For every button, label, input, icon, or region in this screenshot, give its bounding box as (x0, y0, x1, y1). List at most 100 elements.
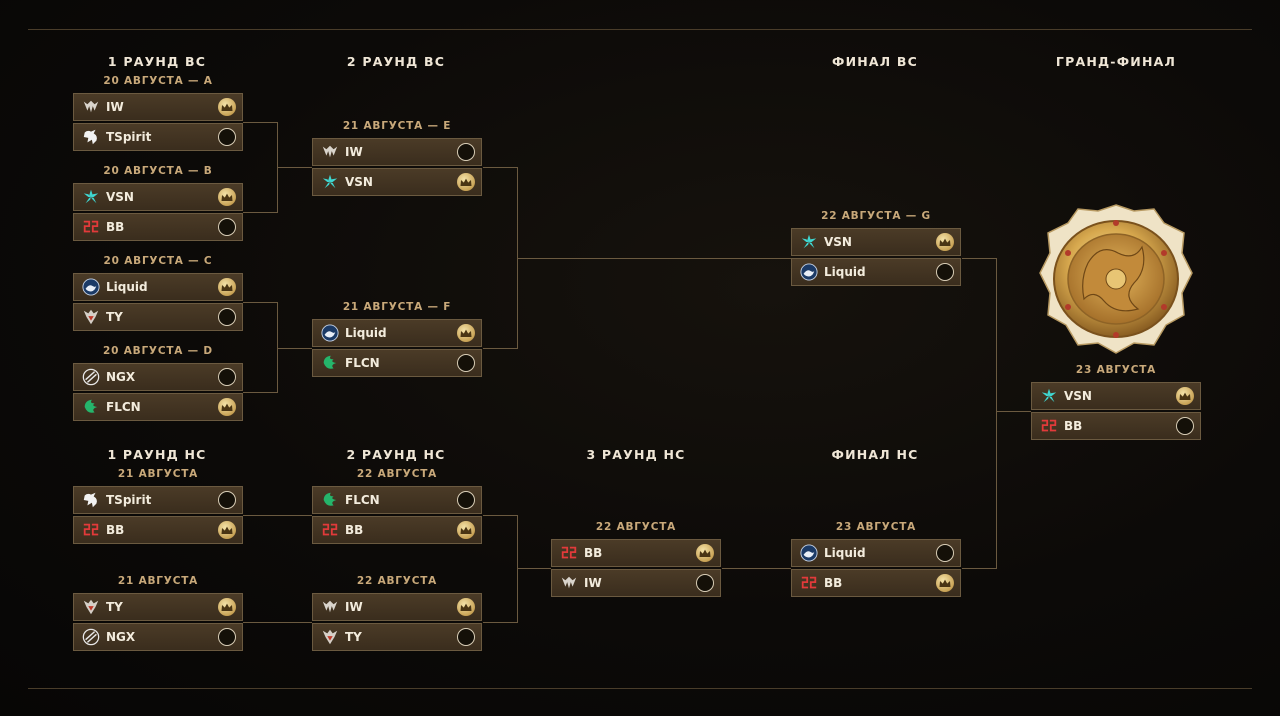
match-ub-g[interactable]: VSN Liquid (791, 228, 961, 286)
match-ub-d[interactable]: NGX FLCN (73, 363, 243, 421)
iw-logo-icon (560, 574, 578, 592)
winner-crown-icon (218, 521, 236, 539)
vsn-logo-icon (1040, 387, 1058, 405)
bb-logo-icon (800, 574, 818, 592)
winner-crown-icon (1176, 387, 1194, 405)
connector-line (962, 258, 997, 259)
match-label-ub-e: 21 АВГУСТА — E (342, 120, 452, 132)
team-row[interactable]: BB (791, 569, 961, 597)
liquid-logo-icon (321, 324, 339, 342)
match-label-ub-c: 20 АВГУСТА — C (103, 255, 213, 267)
team-row[interactable]: BB (312, 516, 482, 544)
tspirit-logo-icon (82, 128, 100, 146)
match-ub-b[interactable]: VSN BB (73, 183, 243, 241)
team-row[interactable]: IW (73, 93, 243, 121)
vsn-logo-icon (82, 188, 100, 206)
vsn-logo-icon (800, 233, 818, 251)
team-row[interactable]: VSN (73, 183, 243, 211)
team-row[interactable]: IW (312, 138, 482, 166)
match-label-lb1-a: 21 АВГУСТА (117, 468, 199, 480)
match-label-lb3: 22 АВГУСТА (595, 521, 677, 533)
team-row[interactable]: NGX (73, 363, 243, 391)
team-row[interactable]: TSpirit (73, 486, 243, 514)
team-row[interactable]: TSpirit (73, 123, 243, 151)
team-name: TSpirit (106, 130, 152, 144)
frame-bottom-line (28, 688, 1252, 689)
team-name: IW (106, 100, 124, 114)
team-row[interactable]: FLCN (312, 349, 482, 377)
team-row[interactable]: BB (551, 539, 721, 567)
winner-crown-icon (218, 398, 236, 416)
connector-line (722, 568, 791, 569)
team-row[interactable]: IW (312, 593, 482, 621)
bb-logo-icon (82, 521, 100, 539)
team-row[interactable]: Liquid (791, 539, 961, 567)
liquid-logo-icon (800, 544, 818, 562)
winner-crown-icon (696, 544, 714, 562)
iw-logo-icon (321, 598, 339, 616)
flcn-logo-icon (82, 398, 100, 416)
team-row[interactable]: TY (73, 303, 243, 331)
header-grand-final: ГРАНД-ФИНАЛ (1055, 54, 1177, 69)
team-row[interactable]: VSN (312, 168, 482, 196)
match-ub-e[interactable]: IW VSN (312, 138, 482, 196)
match-ub-a[interactable]: IW TSpirit (73, 93, 243, 151)
connector-line (243, 302, 278, 303)
result-circle-icon (218, 128, 236, 146)
winner-crown-icon (218, 278, 236, 296)
match-lb2-b[interactable]: IW TY (312, 593, 482, 651)
connector-line (277, 302, 278, 393)
match-label-lb2-a: 22 АВГУСТА (356, 468, 438, 480)
team-row[interactable]: BB (73, 213, 243, 241)
team-row[interactable]: Liquid (312, 319, 482, 347)
winner-crown-icon (218, 188, 236, 206)
team-name: FLCN (106, 400, 141, 414)
team-row[interactable]: IW (551, 569, 721, 597)
ty-logo-icon (82, 308, 100, 326)
team-row[interactable]: BB (73, 516, 243, 544)
team-row[interactable]: VSN (1031, 382, 1201, 410)
ngx-logo-icon (82, 628, 100, 646)
team-row[interactable]: Liquid (73, 273, 243, 301)
team-row[interactable]: FLCN (312, 486, 482, 514)
team-name: TY (345, 630, 362, 644)
result-circle-icon (457, 491, 475, 509)
bb-logo-icon (82, 218, 100, 236)
connector-line (962, 568, 997, 569)
team-name: VSN (824, 235, 852, 249)
team-row[interactable]: Liquid (791, 258, 961, 286)
connector-line (517, 515, 518, 623)
winner-crown-icon (457, 598, 475, 616)
team-row[interactable]: TY (73, 593, 243, 621)
team-name: BB (106, 220, 125, 234)
result-circle-icon (936, 263, 954, 281)
connector-line (483, 348, 518, 349)
bb-logo-icon (321, 521, 339, 539)
liquid-logo-icon (800, 263, 818, 281)
header-ub-round-2: 2 РАУНД ВС (346, 54, 446, 69)
match-label-ub-a: 20 АВГУСТА — A (103, 75, 213, 87)
connector-line (243, 515, 312, 516)
team-row[interactable]: VSN (791, 228, 961, 256)
team-row[interactable]: TY (312, 623, 482, 651)
team-name: Liquid (824, 546, 866, 560)
team-name: BB (824, 576, 843, 590)
liquid-logo-icon (82, 278, 100, 296)
header-lb-round-3: 3 РАУНД НС (586, 447, 686, 462)
team-row[interactable]: FLCN (73, 393, 243, 421)
connector-line (243, 392, 278, 393)
team-name: VSN (106, 190, 134, 204)
team-name: VSN (345, 175, 373, 189)
team-row[interactable]: BB (1031, 412, 1201, 440)
team-row[interactable]: NGX (73, 623, 243, 651)
result-circle-icon (457, 628, 475, 646)
team-name: BB (106, 523, 125, 537)
